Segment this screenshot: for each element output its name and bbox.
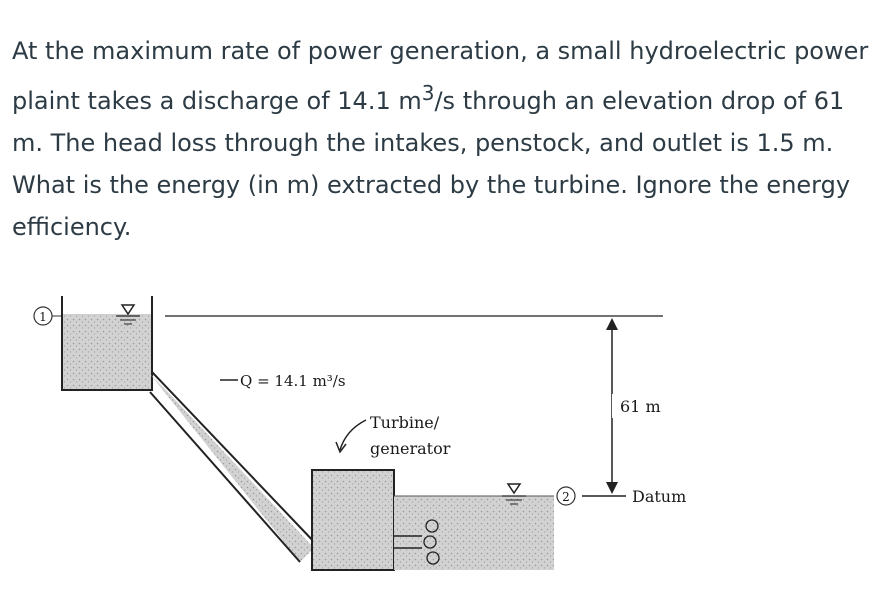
- penstock: [149, 371, 319, 563]
- tailwater-surface-icon: [502, 483, 526, 505]
- svg-text:Turbine/: Turbine/: [370, 413, 440, 432]
- svg-text:61 m: 61 m: [620, 397, 661, 416]
- cubic-superscript: 3: [421, 81, 435, 105]
- hydroelectric-diagram: 1 Q = 14.1 m³/s Turbine/ generator: [33, 296, 686, 571]
- tailwater: [394, 495, 554, 570]
- elevation-dimension: 61 m: [606, 318, 668, 494]
- svg-text:1: 1: [39, 310, 47, 324]
- point-1-marker: 1: [33, 306, 62, 326]
- turbine-label: Turbine/ generator: [335, 413, 451, 458]
- turbine-icon: [394, 519, 440, 565]
- water-surface-icon: [116, 304, 140, 325]
- problem-text-start: At the maximum rate of power generation,…: [12, 37, 869, 115]
- point-2-marker: 2: [556, 486, 576, 506]
- svg-text:2: 2: [562, 490, 570, 504]
- powerhouse: [311, 469, 395, 571]
- discharge-label: Q = 14.1 m³/s: [220, 372, 346, 390]
- problem-statement: At the maximum rate of power generation,…: [12, 30, 878, 248]
- datum-label: Datum: [632, 487, 686, 506]
- svg-text:generator: generator: [370, 439, 451, 458]
- problem-text-end: /s through an elevation drop of 61 m. Th…: [12, 87, 851, 241]
- upper-reservoir: [61, 296, 153, 391]
- svg-text:Q = 14.1 m³/s: Q = 14.1 m³/s: [240, 372, 346, 390]
